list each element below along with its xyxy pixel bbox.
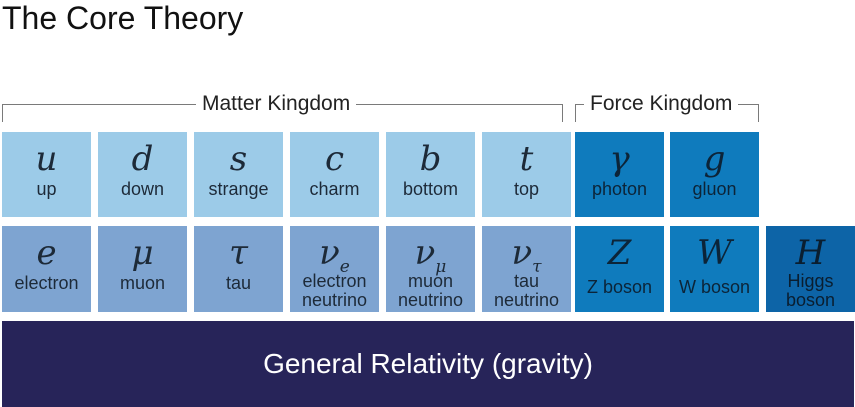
symbol-base: ν	[414, 233, 436, 273]
particle-bottom: b bottom	[386, 132, 475, 217]
particle-symbol: u	[35, 139, 58, 179]
particle-symbol: b	[419, 139, 442, 179]
name-line-1: muon	[407, 271, 454, 291]
particle-down: d down	[98, 132, 187, 217]
name-line-1: electron	[302, 271, 367, 291]
force-kingdom-label: Force Kingdom	[584, 92, 739, 116]
general-relativity-bar: General Relativity (gravity)	[2, 321, 854, 407]
particle-up: u up	[2, 132, 91, 217]
particle-name: down	[120, 179, 165, 199]
matter-kingdom-label: Matter Kingdom	[196, 92, 357, 116]
particle-symbol: t	[519, 139, 534, 179]
name-line-1: tau	[513, 271, 540, 291]
particle-symbol: W	[697, 233, 732, 273]
particle-symbol: s	[229, 139, 248, 179]
particle-top: t top	[482, 132, 571, 217]
particle-tau: τ tau	[194, 226, 283, 312]
particle-symbol: νμ	[386, 233, 475, 275]
particle-photon: γ photon	[575, 132, 664, 217]
particle-symbol: Z	[607, 233, 632, 273]
particle-symbol: γ	[609, 139, 630, 179]
page-title: The Core Theory	[2, 0, 244, 36]
particle-symbol: d	[131, 139, 154, 179]
particle-name: gluon	[692, 179, 737, 199]
particle-symbol: c	[324, 139, 345, 179]
particle-name: charm	[309, 179, 360, 199]
particle-name: bottom	[402, 179, 459, 199]
name-line-2: boson	[785, 290, 836, 310]
particle-name: Z boson	[586, 277, 653, 297]
particle-symbol: ντ	[482, 233, 571, 275]
particle-strange: s strange	[194, 132, 283, 217]
name-line-2: neutrino	[493, 290, 560, 310]
particle-symbol: g	[703, 139, 726, 179]
name-line-1: Higgs	[787, 271, 834, 291]
particle-symbol: e	[36, 233, 57, 273]
symbol-subscript: e	[339, 256, 350, 277]
particle-gluon: g gluon	[670, 132, 759, 217]
particle-name: muon	[119, 273, 166, 293]
particle-name: tau	[225, 273, 252, 293]
particle-symbol: νe	[290, 233, 379, 275]
particle-muon: μ muon	[98, 226, 187, 312]
particle-name: strange	[208, 179, 269, 199]
particle-symbol: μ	[131, 233, 154, 273]
symbol-base: ν	[511, 233, 533, 273]
name-line-2: neutrino	[301, 290, 368, 310]
particle-symbol: H	[795, 233, 826, 273]
symbol-subscript: μ	[435, 256, 447, 277]
symbol-subscript: τ	[532, 256, 542, 277]
name-line-2: neutrino	[397, 290, 464, 310]
symbol-base: ν	[319, 233, 340, 273]
particle-name: photon	[591, 179, 648, 199]
particle-z-boson: Z Z boson	[575, 226, 664, 312]
particle-name: up	[36, 179, 57, 199]
particle-charm: c charm	[290, 132, 379, 217]
particle-electron: e electron	[2, 226, 91, 312]
particle-name: top	[513, 179, 540, 199]
particle-name: W boson	[678, 277, 751, 297]
particle-w-boson: W W boson	[670, 226, 759, 312]
particle-symbol: τ	[229, 233, 248, 273]
particle-name: electron	[14, 273, 79, 293]
